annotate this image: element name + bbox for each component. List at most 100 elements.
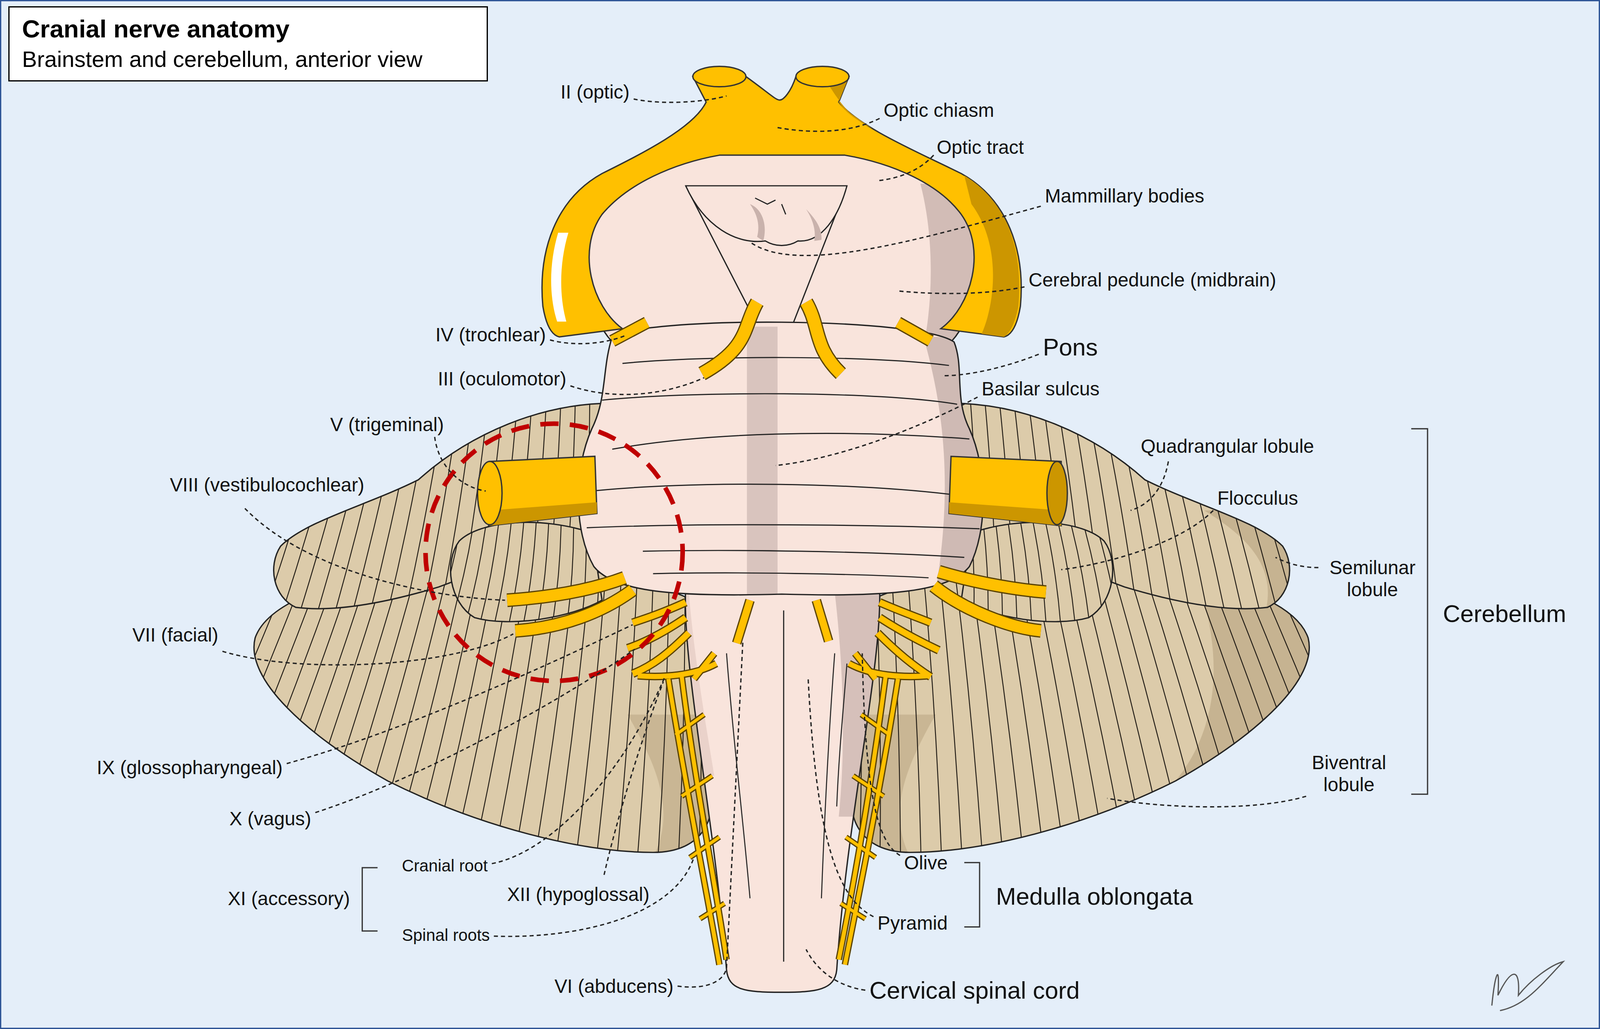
basilar-sulcus [746, 326, 778, 603]
leader-line [777, 118, 880, 132]
folium-line [221, 387, 305, 633]
nerve-outline [632, 632, 689, 674]
leader-line [244, 508, 505, 601]
folium-line [239, 387, 319, 633]
anatomy-label: Quadrangular lobule [1140, 435, 1315, 458]
anatomy-label: II (optic) [560, 81, 630, 104]
anatomy-label: Pons [1042, 332, 1098, 361]
leader-line [604, 681, 664, 875]
folium-line [186, 387, 276, 633]
leader-line [750, 206, 1042, 256]
pons-fibre [622, 357, 950, 366]
anatomy-label: Mammillary bodies [1044, 184, 1204, 207]
optic-pathway [541, 76, 1022, 337]
leader-line [1130, 461, 1169, 511]
nerve [898, 322, 931, 341]
leader-line [570, 377, 705, 394]
folium-line [1018, 510, 1032, 633]
nerve-end [1046, 461, 1068, 525]
flocculus [961, 521, 1113, 622]
folium-line [1269, 387, 1354, 633]
nerve [877, 632, 931, 677]
leader-line [633, 96, 727, 103]
nerve [632, 632, 689, 674]
mammillary-bodies [685, 185, 847, 246]
anatomy-label: Flocculus [1217, 487, 1298, 510]
folium-line [536, 510, 549, 633]
anatomy-label: Cervical spinal cord [869, 975, 1080, 1004]
leader-line [434, 436, 486, 491]
folium-line [1055, 510, 1076, 633]
folium-line [492, 510, 512, 633]
leader-line [898, 286, 1025, 294]
optic-highlight [551, 232, 569, 322]
pons-outline [578, 322, 984, 595]
folium-line [1067, 510, 1091, 633]
pyramid-line [726, 652, 750, 898]
folium-line [1030, 510, 1047, 633]
nerve [938, 571, 1047, 592]
folium-line [1126, 387, 1176, 633]
folium-line [257, 387, 333, 633]
median-fissure [782, 610, 785, 962]
anatomy-label: Optic chiasm [883, 99, 995, 122]
leader-line [775, 396, 978, 466]
lobe-outline [450, 521, 602, 622]
bracket [1411, 428, 1428, 794]
anatomy-label: Cerebral peduncle (midbrain) [1028, 268, 1277, 291]
pons-fibre [602, 393, 958, 404]
signature [1491, 961, 1564, 1011]
folium-line [78, 540, 241, 868]
folium-line [1091, 510, 1120, 633]
pons-fibre [612, 433, 970, 449]
nerve [515, 589, 633, 631]
trigeminal-nerve [489, 456, 598, 526]
pons-fibre [586, 524, 980, 529]
pyramid-line [821, 652, 835, 898]
nerve-outline [736, 600, 751, 643]
olive-line [836, 663, 847, 807]
leader-line [1061, 510, 1214, 570]
folium-line [1287, 540, 1438, 868]
nerve [840, 714, 890, 919]
nerve-outline [507, 577, 625, 601]
anatomy-label: Spinal roots [401, 925, 490, 945]
nerve [933, 585, 1042, 631]
folium-line [521, 510, 537, 633]
leader-line [315, 649, 636, 813]
shade [806, 209, 822, 241]
nerve-shade [948, 502, 1061, 526]
folium-line [1302, 540, 1459, 868]
bracket [362, 867, 378, 931]
nerve [675, 714, 725, 919]
pons-fibre [581, 484, 980, 499]
folium-line [1112, 387, 1158, 633]
folium-line [1212, 387, 1283, 633]
anatomy-label: III (oculomotor) [437, 367, 567, 390]
nerve-outline [806, 302, 841, 374]
optic-nerve-end [795, 66, 850, 87]
pons-detail [581, 326, 995, 603]
trigeminal-nerve [948, 456, 1061, 526]
folium-line [1226, 387, 1301, 633]
anatomy-label: Cerebellum [1442, 599, 1567, 628]
folia [925, 387, 1390, 633]
anatomy-label: VI (abducens) [554, 974, 674, 997]
anatomy-label: VII (facial) [132, 623, 219, 646]
nerve-outline [816, 600, 829, 641]
nerve-outline [701, 302, 758, 374]
leader-line [806, 948, 866, 990]
anatomy-label: Semilunar lobule [1309, 556, 1435, 601]
anatomy-label: IX (glossopharyngeal) [96, 756, 283, 779]
leader-lines [222, 96, 1319, 990]
nerve [701, 302, 758, 374]
nerve-outline [898, 322, 931, 341]
nerve [816, 600, 829, 641]
anatomy-label: Basilar sulcus [981, 377, 1100, 400]
folium-line [507, 510, 525, 633]
anatomy-label: Cranial root [401, 855, 488, 875]
highlight-circle [425, 423, 683, 681]
